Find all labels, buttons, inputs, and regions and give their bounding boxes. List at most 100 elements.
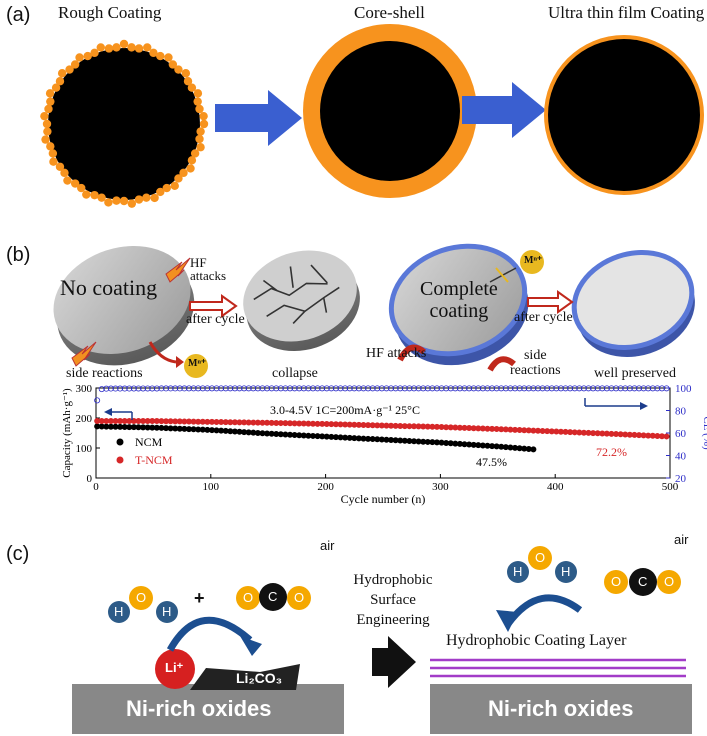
coating-dot [127,199,137,208]
rough-coating-dots [40,39,209,208]
series-point-ce [195,385,202,392]
coating-dot [168,60,178,69]
series-point-ce [388,385,395,392]
series-point-ce [328,385,335,392]
coating-dot [96,43,105,52]
coating-dot [162,183,171,193]
series-point-ce [479,385,486,392]
coating-dot [46,97,55,106]
coating-dot [187,83,197,92]
coating-dot [77,183,86,193]
series-point-ce [296,385,303,392]
series-point-ce [250,385,257,392]
ultra-thin-title: Ultra thin film Coating [548,3,705,22]
series-point-ce [571,385,578,392]
y-axis-label: Capacity (mAh·g⁻¹) [61,388,73,478]
series-point-ce [410,385,417,392]
coating-dot [83,51,92,61]
series-point-ce [539,385,546,392]
series-point-ce [429,385,436,392]
coating-dot [55,77,65,86]
coating-dot [150,193,159,203]
o-right-water: O [535,550,546,565]
series-point-ce [309,385,316,392]
coating-dot [186,164,195,173]
coating-dot [112,43,121,52]
c-left: C [268,589,278,604]
series-point-ce [346,385,353,392]
hf-attacks-top: HF attacks [190,255,227,283]
series-point-ce [149,385,156,392]
hf-attacks-bottom: HF attacks [366,346,427,361]
series-point-ncm [530,446,537,453]
series-point-ce [277,385,284,392]
series-point-ce [466,385,473,392]
series-point-ce [525,385,532,392]
coating-dot [181,69,191,78]
panel-b-label: (b) [6,244,31,266]
series-point-ce [530,385,537,392]
plus-sign: + [194,588,205,608]
legend-label-tncm: T-NCM [135,453,173,467]
coating-dot [104,198,113,207]
coating-dot [57,69,67,78]
coating-dot [90,48,99,58]
series-point-ce [227,385,234,392]
series-point-ce [649,385,656,392]
mn-left: Mⁿ⁺ [188,358,207,369]
substrate-left [72,684,344,734]
coating-dot [199,119,209,129]
no-coating-label: No coating [60,275,158,300]
coating-dot [60,168,69,178]
series-point-ce [534,385,541,392]
y-tick-label: 0 [87,473,93,485]
series-point-ce [245,385,252,392]
curved-arrow-icon [505,594,583,627]
series-point-ce [236,385,243,392]
series-point-ce [594,385,601,392]
hydrophobic-engineering-label: Hydrophobic Surface Engineering [353,572,433,628]
series-point-ce [622,385,629,392]
air-left: air [320,538,335,553]
li2co3-blob [190,664,300,690]
h1-right: H [513,564,523,579]
substrate-right-label: Ni-rich oxides [488,696,634,721]
series-point-ce [300,385,307,392]
series-point-ce [544,385,551,392]
coating-dot [63,176,72,185]
coating-dot [51,83,61,92]
hydrogen-atom [555,561,577,583]
coating-dot [41,135,50,144]
series-point-ce [663,385,670,392]
series-point-ce [153,385,160,392]
series-point-ce [452,385,459,392]
x-tick-label: 0 [93,481,99,493]
series-point-ce [172,385,179,392]
complete-coating-label: Complete coating [420,278,498,322]
series-point-ce [617,385,624,392]
series-point-ce [355,385,362,392]
y2-axis-label: CE (%) [701,416,707,450]
coating-dot [70,60,80,69]
series-point-ce [218,385,225,392]
series-point-ce [456,385,463,392]
coating-dot [156,51,165,61]
series-point-ce [383,385,390,392]
series-point-ce [484,385,491,392]
series-point-ce [475,385,482,392]
metal-ion-ball [520,250,544,274]
o1-right-co2: O [611,574,622,589]
series-point-ce [254,385,261,392]
panel-c-label: (c) [6,543,30,565]
x-tick-label: 300 [432,481,449,493]
h1-left: H [114,604,124,619]
rough-core [48,48,200,200]
coating-dot [187,156,197,165]
rough-coating-title: Rough Coating [58,3,162,22]
coating-dot [195,134,204,144]
x-tick-label: 500 [662,481,679,493]
series-point-ce [319,385,326,392]
series-point-ce [337,385,344,392]
